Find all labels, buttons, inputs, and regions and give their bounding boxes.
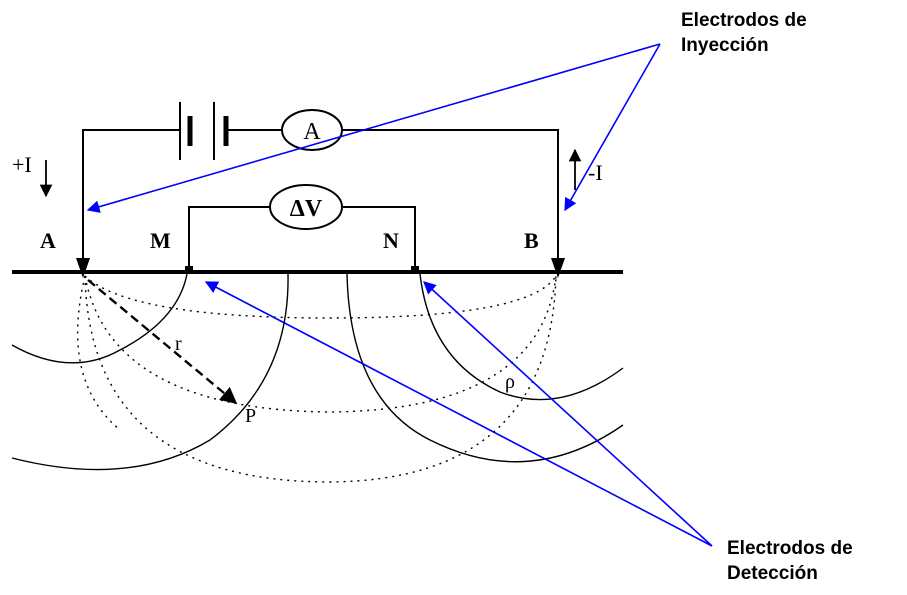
resistivity-label: ρ <box>505 371 515 393</box>
current-flow-shallow <box>84 275 557 319</box>
electrode-n-label: N <box>383 228 399 253</box>
injection-label-line2: Inyección <box>681 35 769 56</box>
electrode-b-label: B <box>524 228 539 253</box>
equipotential-arc-a-outer <box>11 273 289 471</box>
detection-wire-right <box>342 206 416 268</box>
injection-pointer-b <box>564 43 661 212</box>
injection-electrodes-label: Electrodos de Inyección <box>681 8 807 58</box>
injection-wire-right <box>342 129 559 258</box>
equipotential-arc-b-inner <box>419 273 624 401</box>
equipotential-lines <box>11 273 624 471</box>
detection-electrodes-label: Electrodos de Detección <box>727 536 853 586</box>
current-flow-lines <box>76 275 557 483</box>
current-flow-deep <box>84 275 557 483</box>
injection-circuit-wire <box>82 129 180 258</box>
point-p-label: P <box>245 405 256 427</box>
battery-symbol <box>179 102 229 160</box>
detection-circuit-wire <box>188 206 270 268</box>
electrode-a-arrowhead <box>76 258 90 278</box>
voltmeter-label: ΔV <box>290 196 323 222</box>
current-minus-label: -I <box>588 160 603 185</box>
electrode-n-dot <box>411 266 419 273</box>
radius-label: r <box>175 333 182 355</box>
detection-label-line1: Electrodos de <box>727 538 853 559</box>
equipotential-arc-b-outer <box>346 273 624 463</box>
radius-vector <box>87 279 238 405</box>
detection-label-line2: Detección <box>727 563 818 584</box>
electrode-b-arrowhead <box>551 258 565 278</box>
current-flow-steep-a <box>76 275 121 431</box>
electrode-a-label: A <box>40 228 56 253</box>
detection-pointer-n <box>423 281 713 547</box>
voltmeter-circle <box>269 184 343 230</box>
electrode-m-label: M <box>150 228 171 253</box>
injection-label-line1: Electrodos de <box>681 10 807 31</box>
injection-pointer-a <box>86 43 661 213</box>
ammeter-label: A <box>303 119 321 145</box>
electrode-m-dot <box>185 266 193 273</box>
current-flow-mid <box>84 275 557 413</box>
current-plus-label: +I <box>12 152 32 177</box>
equipotential-arc-a-inner <box>11 273 188 364</box>
detection-pointer-m <box>204 281 713 547</box>
